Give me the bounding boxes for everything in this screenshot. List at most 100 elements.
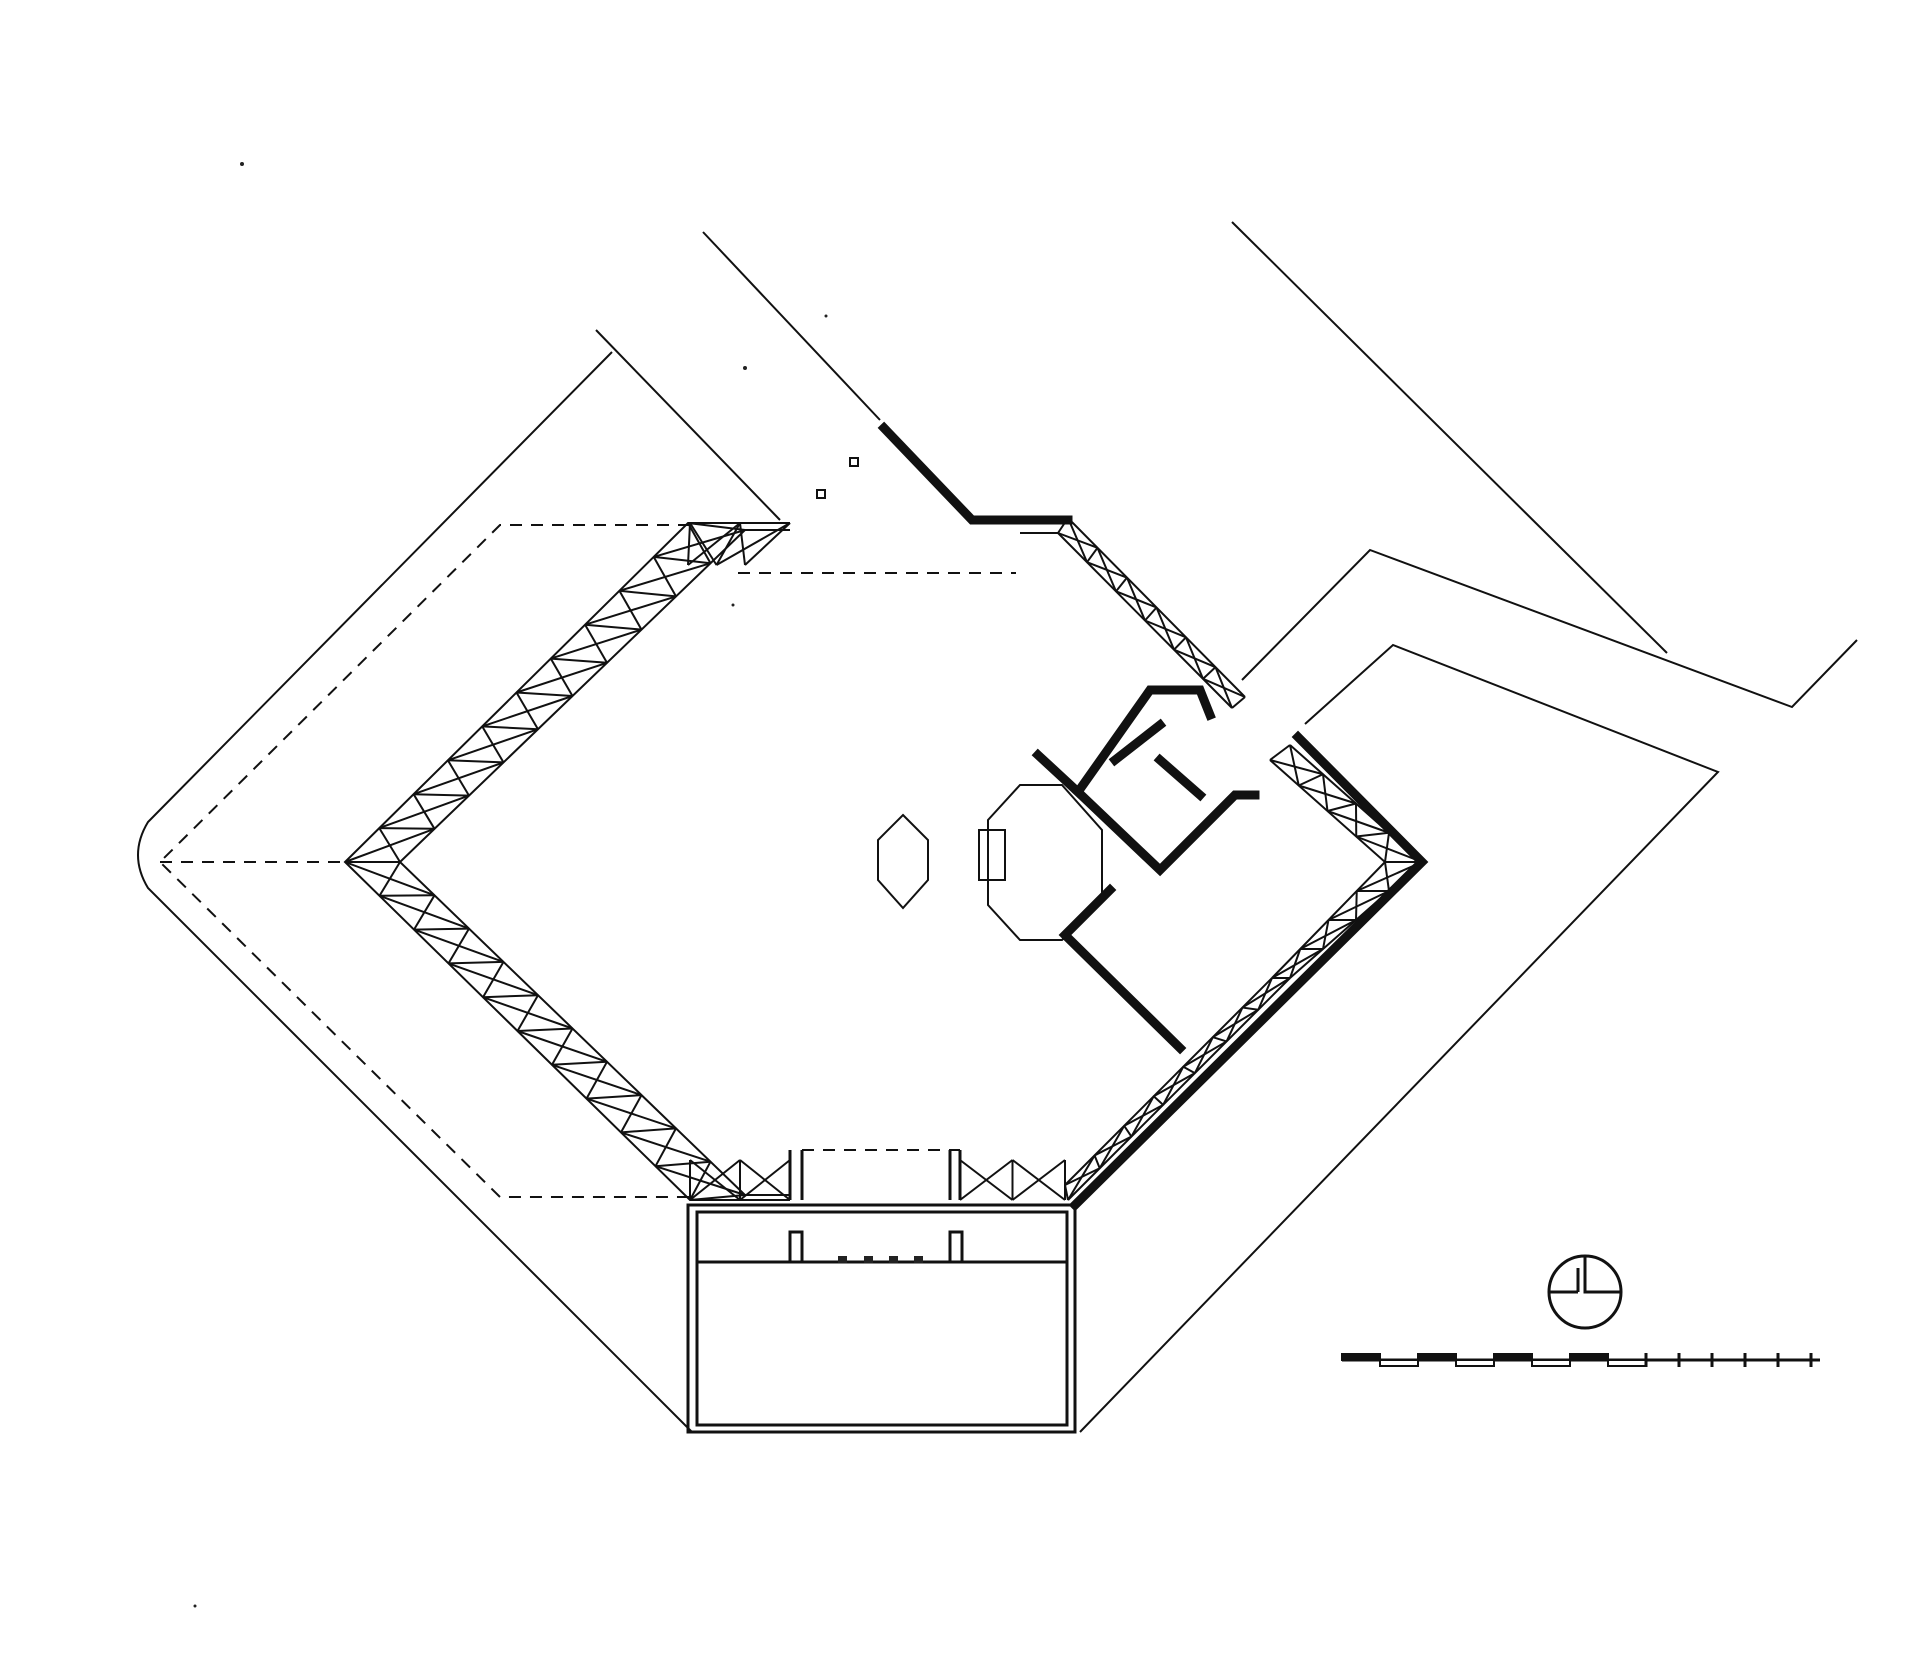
truss-diagonal (1086, 561, 1128, 579)
heavy-wall-sacristy-d (1108, 718, 1167, 767)
truss-rung (655, 1160, 711, 1168)
truss-diagonal (1064, 1167, 1101, 1186)
truss-diagonal (482, 961, 505, 998)
scale-bar-segment (1607, 1359, 1647, 1367)
truss-rung (586, 1094, 642, 1100)
truss-diagonal (739, 522, 746, 566)
truss-diagonal (1322, 774, 1329, 812)
truss-rung (516, 691, 573, 697)
outer-site-boundary-left (137, 351, 693, 1433)
trussed-perimeter-wall (343, 516, 1424, 1201)
truss-rung (687, 522, 691, 566)
truss-rung (619, 589, 677, 598)
truss-rung (1144, 606, 1158, 622)
heavy-wall-right-vestry (1068, 730, 1429, 1212)
truss-diagonal (716, 522, 791, 566)
heavy-wall-sacristy-c (1058, 883, 1187, 1055)
truss-diagonal (689, 1161, 712, 1201)
truss-rung (550, 657, 608, 664)
truss-bracing (344, 517, 1423, 1201)
entry-door-post-right (948, 1150, 962, 1200)
truss-diagonal (447, 728, 539, 762)
scale-bar-segment (1417, 1353, 1457, 1361)
truss-diagonal (1173, 648, 1216, 669)
truss-diagonal (1212, 1008, 1259, 1038)
truss-diagonal (654, 1127, 677, 1167)
truss-rung (1115, 577, 1128, 592)
truss-rung (744, 522, 791, 566)
truss-rung (447, 759, 504, 764)
truss-diagonal (551, 1028, 574, 1066)
truss-rung (551, 1060, 608, 1066)
truss-rung (715, 522, 741, 566)
truss-rung (620, 1127, 677, 1134)
truss-rung (379, 827, 435, 830)
truss-rung (1327, 802, 1357, 812)
truss-diagonal (550, 628, 642, 660)
entry-wall-left (697, 1230, 804, 1264)
truss-rung (448, 960, 504, 965)
truss-diagonal (1269, 759, 1324, 776)
narthex-inner (695, 1210, 1069, 1427)
truss-diagonal (1241, 977, 1291, 1009)
dashed-overhang-outline (158, 524, 1016, 1198)
speck (193, 1604, 197, 1608)
fixture-square (816, 489, 826, 499)
truss-rung (517, 1027, 573, 1032)
truss-rung (1212, 1036, 1227, 1043)
street-line-upper (595, 329, 781, 521)
entry-step-mark (838, 1256, 847, 1263)
truss-diagonal (1094, 1135, 1132, 1157)
truss-diagonal (481, 695, 573, 728)
scale-bar-segment (1341, 1353, 1381, 1361)
truss-diagonal (689, 522, 718, 566)
entry-step-mark (889, 1256, 898, 1263)
truss-rung (1182, 1065, 1196, 1075)
heavy-wall-sacristy-e (1153, 753, 1207, 802)
entry-step-mark (914, 1256, 923, 1263)
speck (240, 162, 244, 166)
entry-door-post-left (788, 1150, 804, 1200)
scale-bar-segment (1493, 1353, 1533, 1361)
lectern-rectangle-icon (978, 829, 1006, 881)
wall-band-outer-left (343, 522, 790, 1201)
truss-diagonal (413, 761, 504, 796)
fixture-square (849, 457, 859, 467)
truss-diagonal (620, 1094, 643, 1133)
truss-diagonal (1271, 948, 1324, 979)
narthex-outer (686, 1203, 1077, 1434)
truss-diagonal (1144, 619, 1187, 639)
truss-diagonal (516, 994, 539, 1032)
truss-diagonal (619, 562, 711, 592)
truss-rung (1231, 696, 1246, 709)
chancel-area (877, 784, 1103, 941)
scale-bar-segment (1379, 1359, 1419, 1367)
truss-rung (1356, 831, 1390, 838)
truss-diagonal (1011, 1159, 1066, 1201)
outer-site-boundary-right (1079, 643, 1720, 1433)
truss-diagonal (1299, 919, 1357, 950)
wall-band-inner-upper-right (1020, 532, 1233, 709)
entry-wall-right (948, 1230, 964, 1262)
entry-step-mark (864, 1256, 873, 1263)
entry-narthex (686, 1150, 1077, 1434)
truss-rung (1064, 1184, 1069, 1201)
paper-specks (193, 162, 828, 1608)
truss-rung (687, 522, 746, 531)
truss-diagonal (1355, 890, 1358, 921)
wall-band-inner-left (398, 529, 790, 1196)
truss-diagonal (344, 827, 435, 863)
truss-rung (653, 555, 711, 565)
truss-diagonal (1202, 677, 1246, 698)
scale-bar-segment (1569, 1353, 1609, 1361)
heavy-wall-top (877, 421, 1073, 525)
truss-diagonal (516, 661, 608, 694)
truss-diagonal (1356, 861, 1423, 892)
truss-diagonal (1355, 835, 1423, 863)
truss-rung (585, 623, 642, 631)
truss-diagonal (1384, 861, 1390, 892)
truss-diagonal (739, 1159, 791, 1201)
truss-diagonal (1057, 532, 1098, 549)
truss-diagonal (1289, 744, 1300, 786)
